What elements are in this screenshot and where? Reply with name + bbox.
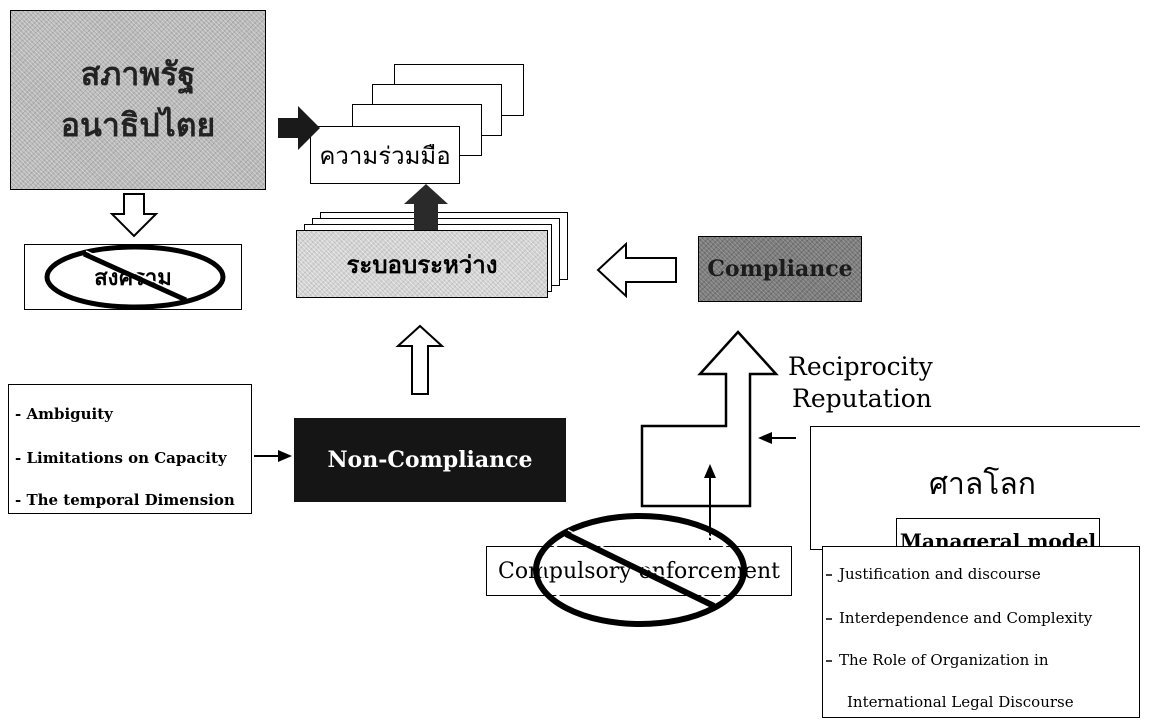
non-compliance-causes-box: - Ambiguity - Limitations on Capacity - … <box>8 384 252 514</box>
managerial-point-3: The Role of Organization in <box>839 651 1049 669</box>
arrow-enforcement-up <box>704 464 716 540</box>
arrow-states-to-war <box>109 193 159 238</box>
arrow-noncompliance-to-regime <box>395 324 445 395</box>
arrow-causes-to-noncompliance <box>254 450 292 462</box>
cooperation-card: ความร่วมมือ <box>310 126 460 184</box>
democratic-states-label: สภาพรัฐอนาธิปไตย <box>60 55 216 144</box>
arrow-court-to-l-arrow <box>758 432 796 444</box>
managerial-point-4: International Legal Discourse <box>847 693 1074 711</box>
war-label: สงคราม <box>94 264 172 291</box>
arrow-compliance-to-regime <box>596 241 677 299</box>
managerial-point-2: Interdependence and Complexity <box>839 609 1093 627</box>
compliance-box: Compliance <box>698 236 862 302</box>
managerial-points-box: Justification and discourse Interdepende… <box>822 546 1140 718</box>
democratic-states-box: สภาพรัฐอนาธิปไตย <box>10 10 266 190</box>
regime-label: ระบอบระหว่าง <box>346 249 498 279</box>
arrow-l-shaped-to-compliance <box>640 330 779 508</box>
reputation-label: Reputation <box>792 384 932 413</box>
managerial-point-1: Justification and discourse <box>839 565 1041 583</box>
non-compliance-box: Non-Compliance <box>294 418 566 502</box>
compulsory-enforcement-box: Compulsory enforcement <box>486 546 792 596</box>
cause-capacity: - Limitations on Capacity <box>15 449 227 467</box>
reciprocity-label: Reciprocity <box>788 352 933 381</box>
cause-temporal: - The temporal Dimension <box>15 491 235 509</box>
regime-card: ระบอบระหว่าง <box>296 230 548 298</box>
compliance-label: Compliance <box>707 256 853 282</box>
non-compliance-label: Non-Compliance <box>327 447 533 473</box>
compulsory-enforcement-label: Compulsory enforcement <box>497 558 781 584</box>
war-box: สงคราม <box>24 244 242 310</box>
cause-ambiguity: - Ambiguity <box>15 405 113 423</box>
world-court-label: ศาลโลก <box>929 467 1036 502</box>
cooperation-label: ความร่วมมือ <box>319 141 451 170</box>
